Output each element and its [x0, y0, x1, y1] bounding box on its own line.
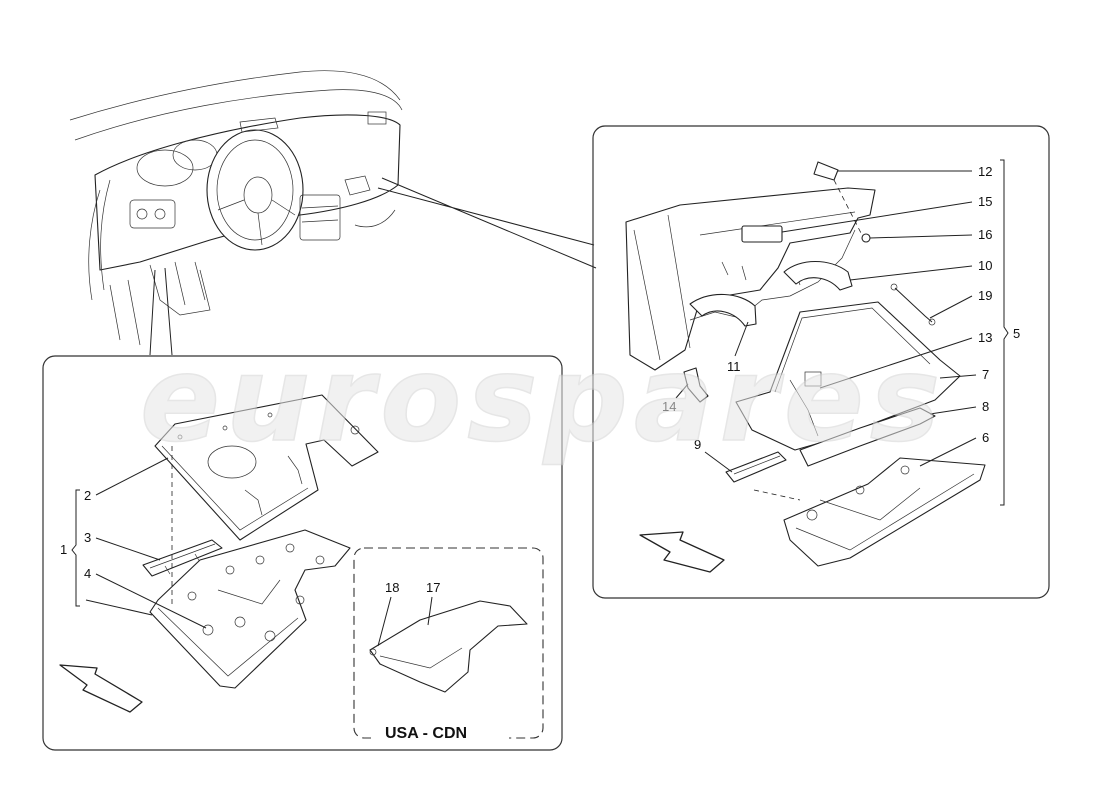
- part-bracket-12: [813, 161, 839, 181]
- callout-12: 12: [978, 164, 992, 179]
- left-group-bracket: [71, 489, 80, 607]
- leader-2: [95, 457, 169, 496]
- callout-2: 2: [84, 488, 91, 503]
- leader-16: [869, 234, 973, 239]
- callout-1: 1: [60, 542, 67, 557]
- overview-leader-right: [377, 177, 597, 269]
- callout-13: 13: [978, 330, 992, 345]
- leader-19: [929, 295, 973, 319]
- leader-14: [675, 383, 689, 399]
- part-latch-10: [783, 261, 853, 291]
- dashboard-overview-illustration: [69, 70, 403, 346]
- callout-8: 8: [982, 399, 989, 414]
- callout-19: 19: [978, 288, 992, 303]
- callout-18: 18: [385, 580, 399, 595]
- callout-11: 11: [727, 359, 741, 374]
- callout-14: 14: [662, 399, 676, 414]
- part-glovebox-tub: [735, 301, 961, 451]
- leader-11: [734, 321, 749, 357]
- part-glovebox-door-right: [783, 457, 986, 567]
- right-group-bracket: [1000, 159, 1009, 506]
- leader-10: [849, 265, 973, 281]
- leader-8: [929, 406, 977, 415]
- leader-4: [95, 573, 207, 629]
- callout-10: 10: [978, 258, 992, 273]
- callout-16: 16: [978, 227, 992, 242]
- part-hinge-9: [725, 451, 787, 483]
- callout-17: 17: [426, 580, 440, 595]
- part-glovebox-housing: [625, 187, 876, 371]
- callout-7: 7: [982, 367, 989, 382]
- leader-6: [919, 437, 977, 467]
- region-label-usa-cdn: USA - CDN: [385, 725, 467, 742]
- part-latch-11: [689, 293, 757, 327]
- leader-18: [377, 596, 392, 647]
- part-glovebox-door-left: [149, 529, 351, 689]
- part-cable-19: [894, 287, 933, 323]
- leader-3: [95, 537, 161, 561]
- part-hinge-left: [142, 539, 223, 577]
- left-detail-frame: [42, 355, 563, 751]
- direction-arrow-icon: [639, 531, 725, 573]
- watermark-text: eurospares: [140, 330, 946, 468]
- region-label-backdrop: [371, 720, 509, 744]
- direction-arrow-icon: [59, 664, 143, 713]
- leader-box-bottom: [85, 599, 153, 616]
- leader-7: [939, 374, 977, 379]
- part-sensor-14: [683, 367, 709, 403]
- leader-13: [819, 337, 973, 389]
- callout-15: 15: [978, 194, 992, 209]
- dashed-fix-line-12: [833, 179, 863, 236]
- part-damper-8: [799, 407, 936, 467]
- dashed-fix-line-right: [753, 489, 801, 501]
- callout-4: 4: [84, 566, 91, 581]
- part-knee-panel-cover: [369, 600, 528, 693]
- callout-5: 5: [1013, 326, 1020, 341]
- callout-9: 9: [694, 437, 701, 452]
- leader-15: [781, 201, 973, 233]
- leader-9: [704, 451, 733, 473]
- part-clip-16: [861, 233, 871, 243]
- part-glovebox-upper-frame: [154, 394, 379, 541]
- overview-leader-left: [149, 267, 173, 356]
- callout-3: 3: [84, 530, 91, 545]
- callout-6: 6: [982, 430, 989, 445]
- leader-17: [427, 596, 433, 626]
- right-detail-frame: [592, 125, 1050, 599]
